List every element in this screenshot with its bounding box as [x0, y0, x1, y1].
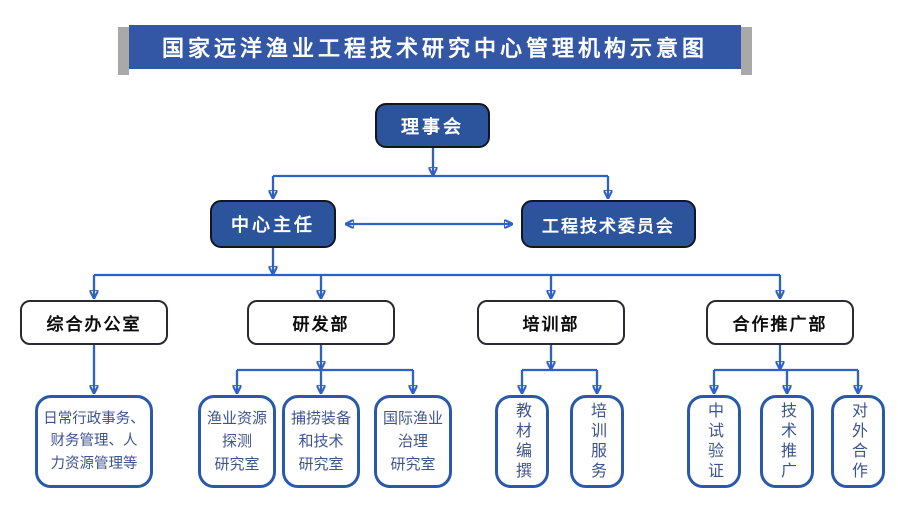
node-label: 合作推广部 [732, 315, 828, 334]
node-label: 中试验证 [705, 401, 724, 482]
node-label-line: 研究室 [390, 455, 436, 474]
node-pilot-verification: 中试验证 [687, 395, 741, 488]
node-label: 对外合作 [849, 401, 868, 482]
node-label-line: 国际渔业 [382, 408, 443, 427]
node-rd-department: 研发部 [247, 300, 395, 345]
node-label-line: 探测 [221, 431, 252, 450]
node-center-director: 中心主任 [210, 200, 336, 248]
node-label: 中心主任 [231, 215, 315, 235]
banner-right-cap [741, 27, 752, 75]
node-admin-affairs: 日常行政事务、 财务管理、人 力资源管理等 [35, 395, 153, 488]
node-label-line: 力资源管理等 [50, 455, 138, 472]
node-board-of-directors: 理事会 [375, 103, 490, 148]
node-label: 研发部 [292, 315, 350, 334]
node-foreign-cooperation: 对外合作 [831, 395, 885, 488]
title-banner: 国家远洋渔业工程技术研究中心管理机构示意图 [129, 25, 741, 69]
node-label: 工程技术委员会 [542, 216, 675, 236]
node-label-line: 捕捞装备 [290, 408, 351, 427]
node-cooperation-promotion-department: 合作推广部 [706, 300, 854, 345]
node-label: 综合办公室 [46, 315, 142, 334]
node-label-line: 渔业资源 [206, 408, 267, 427]
node-label-line: 日常行政事务、 [43, 410, 145, 427]
node-label-line: 和技术 [298, 431, 344, 450]
node-international-governance-lab: 国际渔业 治理 研究室 [374, 395, 452, 488]
node-training-services: 培训服务 [570, 395, 624, 488]
node-engineering-committee: 工程技术委员会 [521, 200, 696, 248]
node-training-department: 培训部 [477, 300, 625, 345]
node-label: 教材编撰 [513, 401, 532, 482]
node-label: 技术推广 [778, 401, 797, 482]
page-title: 国家远洋渔业工程技术研究中心管理机构示意图 [161, 36, 708, 61]
node-general-office: 综合办公室 [20, 300, 168, 345]
node-label-line: 治理 [397, 431, 428, 450]
node-label-line: 研究室 [298, 455, 344, 474]
banner-left-cap [118, 27, 129, 75]
node-label: 理事会 [401, 116, 464, 137]
node-technology-promotion: 技术推广 [760, 395, 814, 488]
node-label-line: 财务管理、人 [50, 433, 138, 450]
node-fishing-equipment-lab: 捕捞装备 和技术 研究室 [282, 395, 360, 488]
node-label-line: 研究室 [214, 455, 260, 474]
node-label: 培训部 [522, 315, 580, 334]
node-label: 培训服务 [588, 401, 607, 482]
node-textbook-compilation: 教材编撰 [495, 395, 549, 488]
node-fishery-resources-lab: 渔业资源 探测 研究室 [198, 395, 276, 488]
